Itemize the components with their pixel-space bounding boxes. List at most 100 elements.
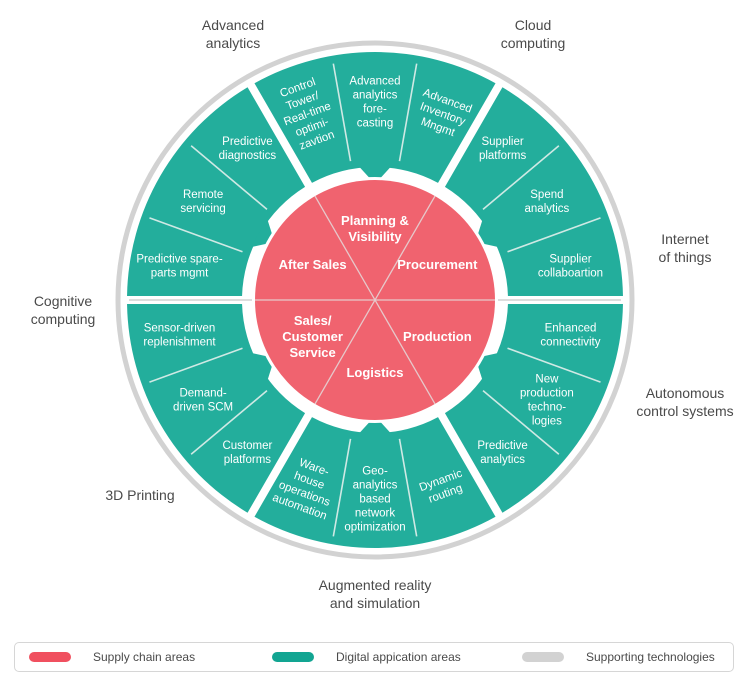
digital-application-label: Predictive diagnostics <box>219 136 277 162</box>
digital-sector-logistics: Ware-houseoperationsautomationGeo-analyt… <box>254 416 496 548</box>
supply-chain-area-procurement: Procurement <box>397 257 478 272</box>
digital-application-label: Supplier platforms <box>479 136 527 162</box>
digital-sector-shape <box>127 87 306 297</box>
legend-item-digital: Digital appication areas <box>272 643 461 671</box>
label-line: Demand- <box>179 387 226 399</box>
label-line: Customer <box>282 329 343 344</box>
label-line: optimization <box>344 522 405 534</box>
label-line: techno- <box>528 401 567 413</box>
label-line: Procurement <box>397 257 478 272</box>
label-line: After Sales <box>279 257 347 272</box>
label-line: Spend <box>530 189 563 201</box>
label-line: Geo- <box>362 466 388 478</box>
digital-application-label: Enhanced connectivity <box>540 322 600 348</box>
label-line: replenishment <box>143 336 216 348</box>
digital-application-label: ControlTower/Real-timeoptimi-zavtion <box>273 74 343 155</box>
arrow-pointer-icon <box>358 416 392 434</box>
label-line: based <box>359 494 390 506</box>
digital-application-label: Geo-analytics based network optimization <box>344 466 405 534</box>
core-divider <box>314 195 436 405</box>
digital-sector-shape <box>127 303 306 513</box>
digital-application-label: Predictive spare-parts mgmt <box>136 254 222 280</box>
label-line: Supplier <box>481 136 523 148</box>
supply-chain-area-after-sales: After Sales <box>279 257 347 272</box>
label-line: analytics <box>353 90 398 102</box>
label-line: Predictive spare- <box>136 254 222 266</box>
label-line: Predictive <box>477 440 528 452</box>
label-line: network <box>355 508 396 520</box>
legend-label: Supporting technologies <box>586 650 715 664</box>
label-line: Customer <box>222 440 272 452</box>
legend-label: Supply chain areas <box>93 650 196 664</box>
label-line: Predictive <box>222 136 273 148</box>
sub-area-divider <box>507 217 601 253</box>
label-line: platforms <box>224 454 272 466</box>
supply-chain-area-logistics: Logistics <box>346 365 403 380</box>
digital-application-label: Remote servicing <box>180 189 225 215</box>
sub-area-divider <box>507 347 601 383</box>
label-line: Sales/ <box>294 313 332 328</box>
label-line: casting <box>357 118 393 130</box>
label-line: collaboartion <box>538 268 603 280</box>
digital-sector-shape <box>444 303 623 513</box>
supporting-ring <box>115 40 635 560</box>
label-line: Planning & <box>341 213 409 228</box>
label-line: production <box>520 387 574 399</box>
legend: Supply chain areas Digital appication ar… <box>14 642 734 672</box>
supply-chain-area-planning: Planning &Visibility <box>341 213 409 244</box>
legend-label: Digital appication areas <box>336 650 461 664</box>
label-line: Service <box>290 345 336 360</box>
sub-area-divider <box>149 217 243 253</box>
label-line: parts mgmt <box>151 268 209 280</box>
supply-chain-wheel: ControlTower/Real-timeoptimi-zavtionAdva… <box>115 40 635 560</box>
tech-label-text: 3D Printing <box>105 487 175 503</box>
label-line: fore- <box>363 104 387 116</box>
label-line: driven SCM <box>173 401 233 413</box>
legend-swatch-supporting <box>522 652 564 662</box>
label-line: Supplier <box>549 254 591 266</box>
digital-application-label: Supplier collaboartion <box>538 254 603 280</box>
supply-chain-core: Planning &VisibilityProcurementProductio… <box>252 177 498 423</box>
digital-application-label: New production techno-logies <box>520 373 574 427</box>
label-line: New <box>535 373 559 385</box>
legend-item-supporting: Supporting technologies <box>522 643 715 671</box>
digital-sector-shape <box>254 51 496 183</box>
label-line: Logistics <box>346 365 403 380</box>
label-line: Remote <box>183 189 223 201</box>
sub-area-divider <box>482 145 560 210</box>
label-line: diagnostics <box>219 150 277 162</box>
digital-sector-shape <box>254 417 496 548</box>
label-line: platforms <box>479 150 527 162</box>
label-line: connectivity <box>540 336 600 348</box>
digital-sector-shape <box>444 87 623 297</box>
legend-item-supply-chain: Supply chain areas <box>29 643 195 671</box>
label-line: Enhanced <box>545 322 597 334</box>
sub-area-divider <box>332 438 352 537</box>
legend-swatch-digital <box>272 652 314 662</box>
label-line: Visibility <box>348 229 402 244</box>
sub-area-divider <box>398 438 418 537</box>
sub-area-divider <box>190 390 268 455</box>
supply-chain-area-production: Production <box>403 329 472 344</box>
label-line: servicing <box>180 203 225 215</box>
label-line: logies <box>532 415 562 427</box>
label-line: Production <box>403 329 472 344</box>
label-line: analytics <box>353 480 398 492</box>
legend-swatch-supply-chain <box>29 652 71 662</box>
